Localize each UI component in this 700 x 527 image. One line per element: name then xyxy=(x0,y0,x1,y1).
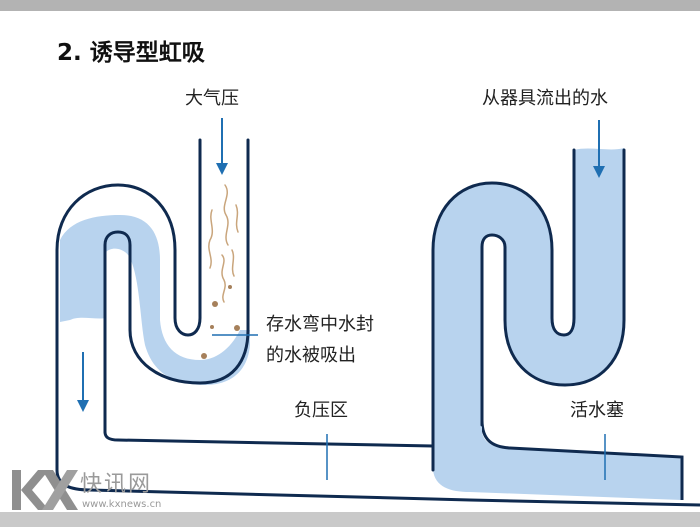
label-trap-seal-line2: 的水被吸出 xyxy=(266,345,356,366)
label-negative-pressure-zone: 负压区 xyxy=(294,400,348,421)
left-trap-inner-wall xyxy=(103,138,250,434)
left-trap-outer-wall xyxy=(55,138,202,472)
watermark-name: 快讯网 xyxy=(80,472,153,497)
watermark-logo-icon xyxy=(12,470,78,510)
water-inflow-arrow xyxy=(593,120,605,178)
bottom-border-band xyxy=(0,512,700,527)
left-trap-water xyxy=(60,215,250,385)
water-plug-fill xyxy=(433,400,682,500)
diagram-title: 2. 诱导型虹吸 xyxy=(57,40,205,66)
top-border-band xyxy=(0,0,700,11)
atmospheric-pressure-arrow xyxy=(216,118,228,175)
drain-pipe-top-wall-right xyxy=(480,419,684,500)
label-water-plug: 活水塞 xyxy=(570,400,624,421)
watermark-url: www.kxnews.cn xyxy=(82,499,162,510)
label-trap-seal-line1: 存水弯中水封 xyxy=(266,314,374,335)
label-water-from-fixture: 从器具流出的水 xyxy=(482,88,608,109)
drain-pipe-top-wall-left xyxy=(103,431,434,448)
debris xyxy=(208,184,239,303)
debris-particles xyxy=(201,285,240,359)
right-trap-outer-wall xyxy=(431,148,576,472)
drain-pipe-bottom-wall xyxy=(55,469,700,507)
label-atmospheric-pressure: 大气压 xyxy=(185,88,239,109)
downflow-arrow xyxy=(77,352,89,412)
right-trap-inner-wall xyxy=(480,148,626,427)
